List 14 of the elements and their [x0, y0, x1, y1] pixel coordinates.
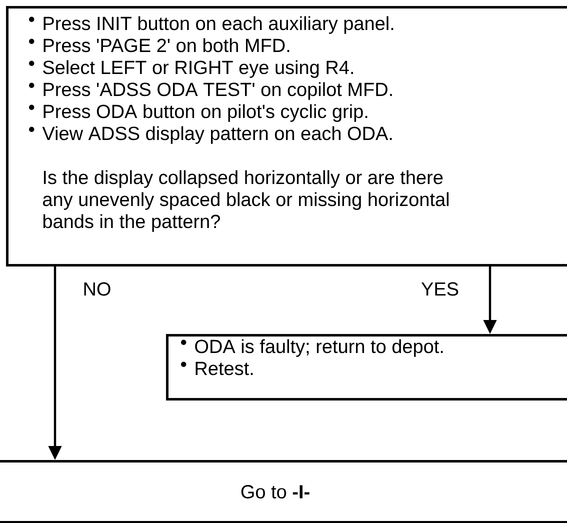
step-box — [6, 6, 567, 266]
bullet-item: Press 'ADSS ODA TEST' on copilot MFD. — [29, 82, 392, 100]
edge-label: NO — [82, 281, 112, 297]
question-text: Is the display collapsed horizontally or are there any unevenly spaced black or missing horizontal bands in the pattern? — [43, 170, 449, 232]
bullet-item: Press ODA button on pilot's cyclic grip. — [29, 104, 368, 122]
bullet-item: ODA is faulty; return to depot. — [181, 339, 443, 357]
bullet-item: Retest. — [181, 362, 253, 376]
bullet-item: Select LEFT or RIGHT eye using R4. — [29, 60, 353, 78]
edge-label: YES — [420, 281, 460, 297]
bullet-item: Press INIT button on each auxiliary panel. — [29, 16, 394, 34]
bullet-item: View ADSS display pattern on each ODA. — [29, 126, 392, 144]
step-box — [166, 334, 567, 400]
result-box: Go to -I- — [0, 460, 567, 523]
bullet-item: Press 'PAGE 2' on both MFD. — [29, 38, 290, 52]
